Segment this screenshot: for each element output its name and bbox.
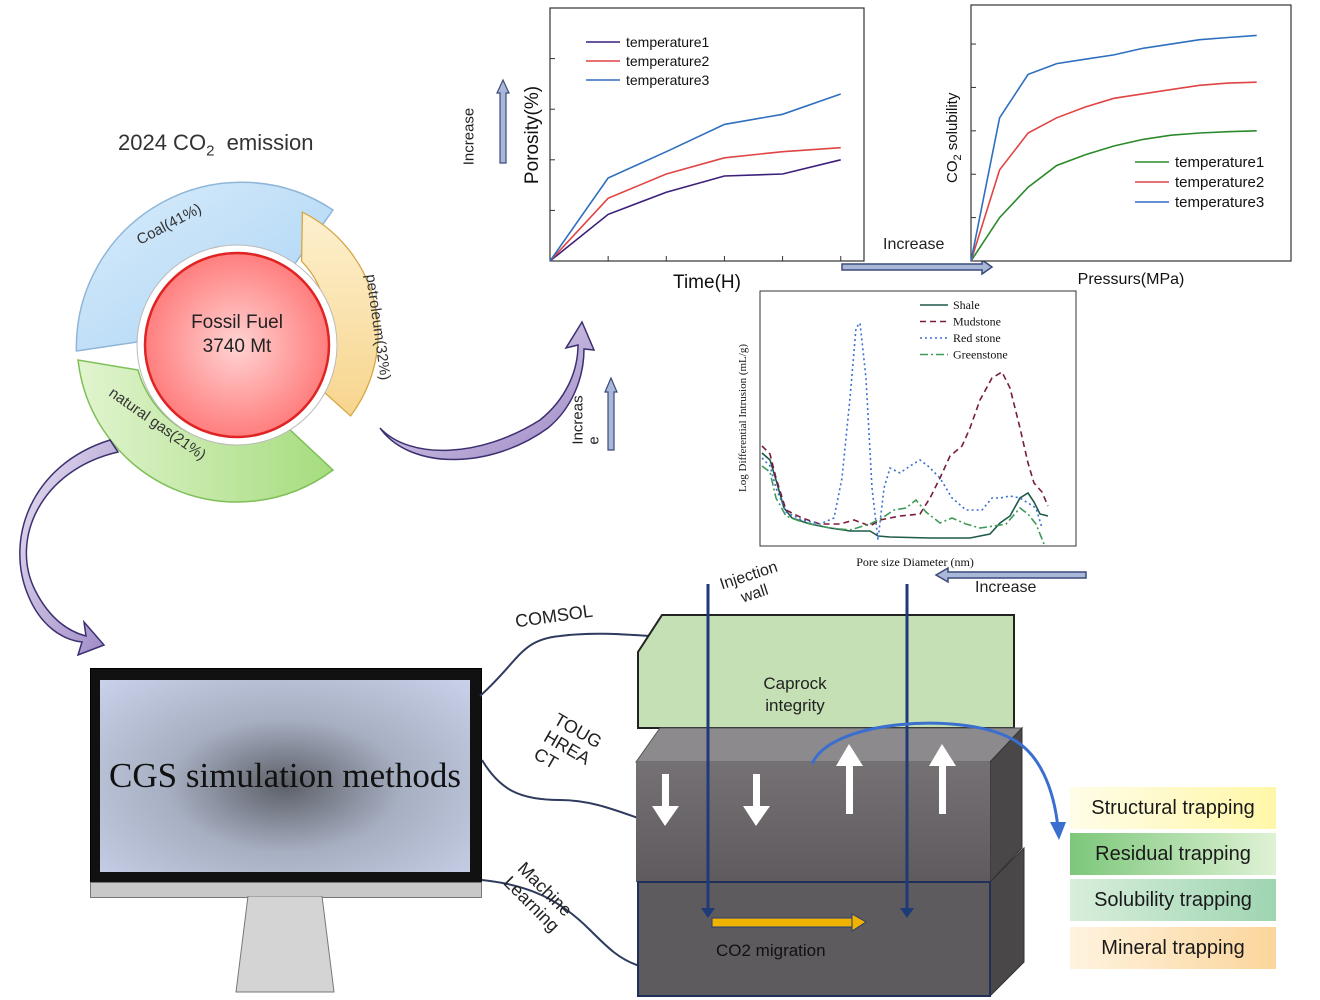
intrusion-legend-label-3: Greenstone [953, 348, 1008, 362]
porosity-series-temperature3 [549, 93, 841, 262]
porosity-legend-label-0: temperature1 [626, 34, 709, 50]
downflow-arrow-2 [743, 774, 770, 826]
greenstone-curve [761, 465, 1045, 545]
donut-to-monitor-arrow [19, 439, 120, 657]
bottom-front-face [637, 881, 991, 997]
solubility-xlabel: Pressurs(MPa) [1078, 271, 1185, 288]
solubility-ylabel: CO2 solubility [944, 92, 964, 183]
reservoir-front-face [636, 762, 990, 882]
solubility-trapping: Solubility trapping [1070, 879, 1276, 921]
emission-title: 2024 CO2 emission [118, 130, 313, 159]
center-line1: Fossil Fuel [191, 312, 283, 333]
solubility-series-temperature3 [970, 34, 1257, 262]
mid-increase-arrow [841, 258, 994, 276]
porosity-legend-label-1: temperature2 [626, 53, 709, 69]
intrusion-legend-label-1: Mudstone [953, 315, 1001, 329]
porosity-xlabel: Time(H) [673, 272, 741, 293]
mid-increase-label: Increase [883, 236, 945, 253]
porosity-series-temperature1 [549, 159, 841, 262]
residual-trapping: Residual trapping [1070, 833, 1276, 875]
migration-label: CO2 migration [716, 941, 826, 960]
porosity-chart: temperature1 temperature2 temperature3 Tim… [522, 7, 865, 293]
intrusion-xlabel: Pore size Diameter (nm) [856, 555, 974, 569]
emission-title-prefix: 2024 CO [118, 130, 207, 155]
porosity-increase-arrow [496, 78, 510, 164]
fossil-fuel-center [143, 251, 331, 439]
solubility-series-temperature2 [970, 81, 1257, 262]
mineral-trapping: Mineral trapping [1070, 927, 1276, 969]
solubility-plot-area [970, 4, 1292, 262]
donut-to-chart-arrow [379, 320, 596, 461]
intrusion-increase-arrow [604, 376, 618, 451]
center-line2: 3740 Mt [203, 336, 272, 357]
caprock-label: Caprock integrity [720, 672, 870, 718]
downflow-arrow-1 [652, 774, 679, 826]
structural-trapping: Structural trapping [1070, 787, 1276, 829]
shale-curve [761, 452, 1049, 539]
pore-increase-label: Increase [975, 579, 1037, 596]
solubility-legend-label-0: temperature1 [1175, 154, 1264, 171]
intrusion-plot-area [759, 290, 1077, 547]
monitor-title: CGS simulation methods [109, 756, 461, 795]
intrusion-legend-label-0: Shale [953, 298, 980, 312]
emission-title-suffix: emission [226, 130, 314, 155]
porosity-series-temperature2 [549, 146, 841, 262]
upflow-arrow-1 [836, 744, 863, 814]
monitor-stand [235, 896, 335, 993]
mudstone-curve [761, 370, 1049, 527]
upflow-arrow-2 [929, 744, 956, 814]
intrusion-ylabel: Log Differential Intrusion (mL/g) [737, 344, 749, 492]
redstone-curve [761, 320, 1043, 541]
caprock-line1: Caprock [763, 674, 827, 693]
trapping-arrow [810, 721, 1060, 829]
solubility-legend-label-1: temperature2 [1175, 174, 1264, 191]
solubility-legend-label-2: temperature3 [1175, 194, 1264, 211]
intrusion-legend-label-2: Red stone [953, 331, 1001, 345]
solubility-chart: temperature1 temperature2 temperature3 Pre… [944, 4, 1292, 288]
pore-increase-arrow [934, 566, 1087, 584]
monitor-screen: CGS simulation methods [100, 680, 470, 872]
caprock-line2: integrity [765, 696, 825, 715]
migration-arrow [711, 917, 853, 928]
porosity-ylabel: Porosity(%) [522, 86, 543, 184]
fossil-fuel-donut: Coal(41%) petroleum(32%) natural gas(21%… [75, 181, 394, 503]
solubility-series-temperature1 [970, 130, 1257, 262]
emission-title-sub: 2 [206, 142, 215, 160]
porosity-legend-label-2: temperature3 [626, 72, 709, 88]
